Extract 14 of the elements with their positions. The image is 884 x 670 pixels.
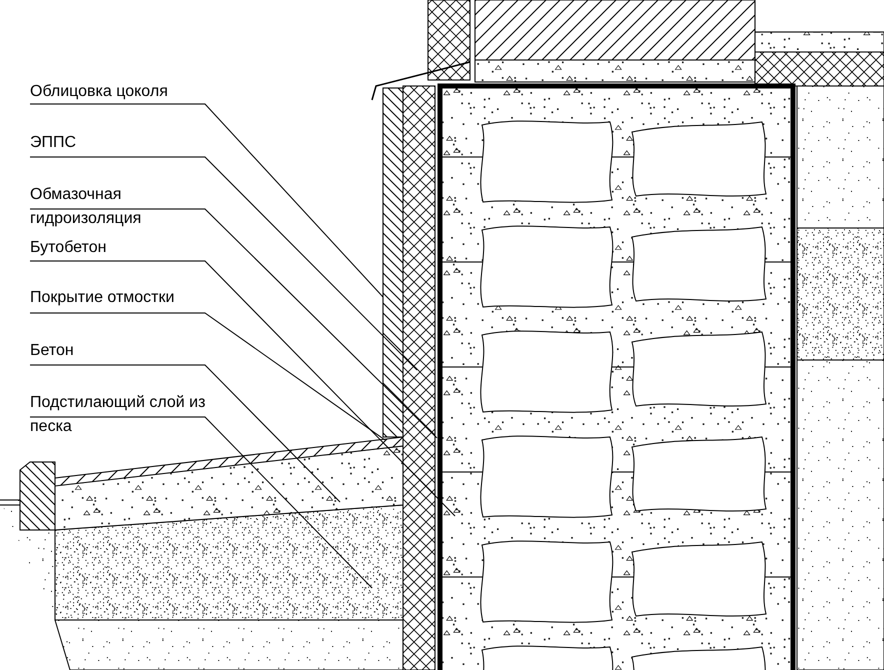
leader-line xyxy=(30,260,456,516)
callout-label: Облицовка цоколя xyxy=(30,80,206,104)
leader-line xyxy=(30,104,384,298)
callout-label: ЭППС xyxy=(30,131,206,155)
leader-line xyxy=(30,312,386,440)
leader-line xyxy=(30,416,372,588)
callout-label: Бетон xyxy=(30,339,206,363)
leader-line xyxy=(30,364,340,502)
callout-label: Обмазочная гидроизоляция xyxy=(30,183,206,231)
callout-label: Бутобетон xyxy=(30,236,206,260)
callout-label: Подстилающий слой из песка xyxy=(30,391,206,439)
leader-line xyxy=(30,208,438,438)
callout-label: Покрытие отмостки xyxy=(30,286,206,310)
leader-line xyxy=(30,156,418,370)
